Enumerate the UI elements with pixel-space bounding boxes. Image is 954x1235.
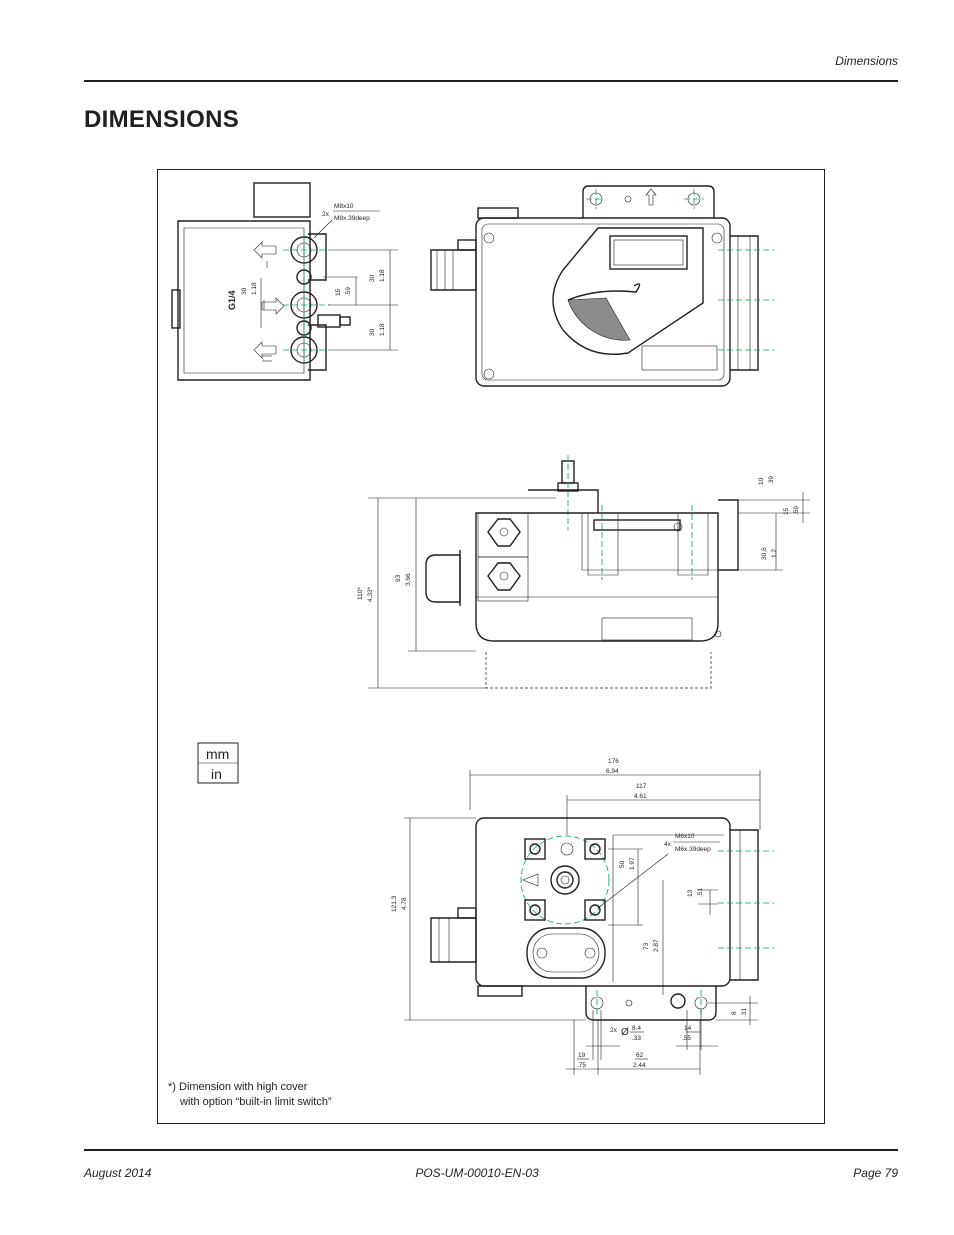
profile-view: 110* 4,33* 93 3,66 10 .39 15 .59 30,6 1,… (357, 455, 810, 689)
dimension-drawing: G1/4 30 1.18 15 .59 30 1.18 30 1.18 2x M… (168, 182, 810, 1108)
dim-height-mm: 93 (395, 574, 402, 582)
bottom-view: 176 6.94 117 4.61 121.3 4.78 50 1.97 73 … (391, 758, 774, 1075)
dim-center-width-mm: 117 (636, 783, 647, 790)
side-thread-size-in: M8x.39deep (334, 215, 370, 222)
dim-connector-offset-in: .51 (697, 888, 704, 897)
dim-offset-mm: 15 (335, 288, 342, 296)
dim-slot-mm: 14 (684, 1025, 692, 1032)
dim-lower-port-in: 1.18 (379, 323, 386, 336)
dim-shaft-depth-mm: 30,6 (761, 547, 768, 560)
dim-overall-depth-mm: 121.3 (391, 895, 398, 912)
cable-gland (430, 239, 477, 291)
diameter-symbol: Ø (621, 1027, 629, 1038)
dimension-drawing-frame: G1/4 30 1.18 15 .59 30 1.18 30 1.18 2x M… (157, 169, 825, 1124)
bottom-cable-gland (430, 907, 477, 963)
display-window (552, 227, 718, 371)
units-legend: mm in (197, 742, 239, 784)
footnote-line-1: *) Dimension with high cover (168, 1081, 308, 1093)
side-thread-size: M8x10 (334, 203, 354, 210)
dim-bracket-hole-mm: 19 (578, 1052, 586, 1059)
footer-page-number: Page 79 (853, 1166, 898, 1180)
dim-bracket-edge-in: .31 (741, 1008, 748, 1017)
side-view: G1/4 30 1.18 15 .59 30 1.18 30 1.18 2x M… (171, 182, 398, 381)
dim-top-offset-in: .39 (768, 476, 775, 485)
bottom-thread-qty: 4x (664, 841, 672, 848)
dim-overall-depth-in: 4.78 (401, 897, 408, 910)
dim-upper-port-mm: 30 (369, 274, 376, 282)
connector-block (730, 235, 759, 371)
dim-connector-offset-mm: 13 (687, 889, 694, 897)
footer-rule (84, 1149, 898, 1151)
dim-center-width-in: 4.61 (634, 793, 647, 800)
bottom-thread-size: M6x10 (675, 833, 695, 840)
dim-hole-spacing-mm: 50 (619, 860, 626, 868)
dim-bracket-span-mm: 62 (636, 1052, 644, 1059)
dim-connector-mm: 15 (783, 507, 790, 515)
dim-height-high-cover-in: 4,33* (367, 586, 374, 602)
dim-bracket-hole-in: .75 (577, 1062, 586, 1069)
unit-mm: mm (206, 746, 229, 762)
dim-hole-dia-mm: 8.4 (632, 1025, 641, 1032)
mounting-pattern (520, 835, 610, 925)
running-header: Dimensions (835, 54, 898, 68)
footnote-line-2: with option “built-in limit switch” (179, 1096, 332, 1108)
front-view (430, 185, 774, 387)
port-arrow-icons (253, 241, 285, 362)
dim-height-high-cover-mm: 110* (357, 587, 364, 600)
unit-in: in (211, 766, 222, 782)
dim-top-offset-mm: 10 (758, 477, 765, 485)
footer-date: August 2014 (84, 1166, 152, 1180)
hole-qty: 2x (610, 1027, 618, 1034)
profile-cable-gland (425, 550, 461, 606)
dim-lower-port-mm: 30 (369, 328, 376, 336)
dim-port-spacing-mm: 30 (241, 287, 248, 295)
port-label: G1/4 (227, 290, 237, 310)
dim-hole-dia-in: .33 (632, 1035, 641, 1042)
dim-offset-in: .59 (345, 287, 352, 296)
dim-overall-width-mm: 176 (608, 758, 619, 765)
bottom-thread-size-in: M6x.39deep (675, 846, 711, 853)
dim-hole-spacing-in: 1.97 (629, 857, 636, 870)
page-title: DIMENSIONS (84, 106, 240, 133)
side-thread-qty: 2x (322, 211, 330, 218)
port-manifold (290, 236, 351, 364)
dim-bracket-edge-mm: 8 (731, 1011, 738, 1015)
dim-shaft-to-bracket-mm: 73 (643, 942, 650, 950)
dim-connector-in: .59 (793, 506, 800, 515)
dim-upper-port-in: 1.18 (379, 269, 386, 282)
dim-height-in: 3,66 (405, 573, 412, 586)
footer-doc-id: POS-UM-00010-EN-03 (415, 1166, 539, 1180)
header-rule (84, 80, 898, 82)
dim-slot-in: .55 (682, 1035, 691, 1042)
dim-shaft-depth-in: 1,2 (771, 549, 778, 558)
dim-overall-width-in: 6.94 (606, 768, 619, 775)
dim-shaft-to-bracket-in: 2.87 (653, 939, 660, 952)
dim-port-spacing-in: 1.18 (251, 282, 258, 295)
dim-bracket-span-in: 2.44 (633, 1062, 646, 1069)
